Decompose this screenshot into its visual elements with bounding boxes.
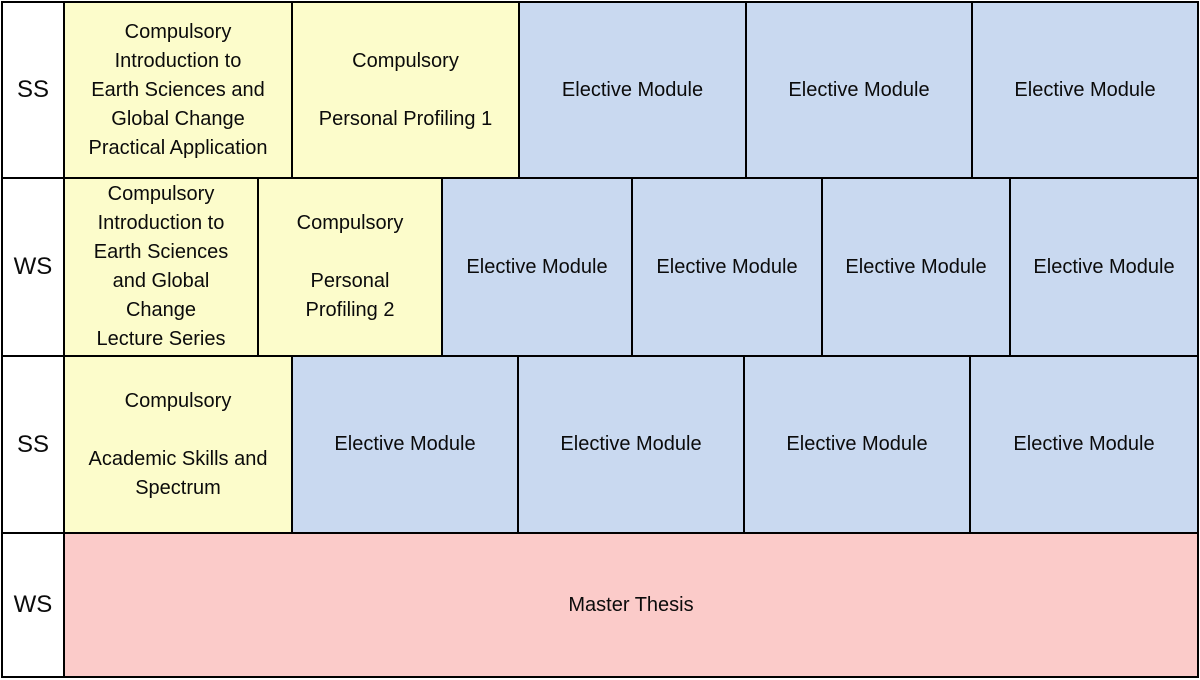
module-cell-elective: Elective Module bbox=[631, 179, 821, 355]
module-cell-elective: Elective Module bbox=[745, 3, 971, 177]
module-cell-compulsory: Compulsory Academic Skills and Spectrum bbox=[63, 357, 291, 532]
semester-row-ss-2: SS Compulsory Academic Skills and Spectr… bbox=[3, 357, 1197, 534]
semester-label: SS bbox=[3, 3, 63, 177]
module-cell-elective: Elective Module bbox=[971, 3, 1197, 177]
module-cell-elective: Elective Module bbox=[291, 357, 517, 532]
semester-row-ws-1: WS Compulsory Introduction to Earth Scie… bbox=[3, 179, 1197, 357]
semester-row-ss-1: SS Compulsory Introduction to Earth Scie… bbox=[3, 3, 1197, 179]
module-cell-elective: Elective Module bbox=[821, 179, 1009, 355]
module-cell-elective: Elective Module bbox=[517, 357, 743, 532]
module-cell-compulsory: Compulsory Introduction to Earth Science… bbox=[63, 3, 291, 177]
module-cell-compulsory: Compulsory Personal Profiling 2 bbox=[257, 179, 441, 355]
semester-row-ws-2: WS Master Thesis bbox=[3, 534, 1197, 676]
semester-label: SS bbox=[3, 357, 63, 532]
semester-label: WS bbox=[3, 179, 63, 355]
module-cell-elective: Elective Module bbox=[969, 357, 1197, 532]
module-cell-elective: Elective Module bbox=[518, 3, 745, 177]
module-cell-elective: Elective Module bbox=[1009, 179, 1197, 355]
module-cell-compulsory: Compulsory Personal Profiling 1 bbox=[291, 3, 518, 177]
module-cell-thesis: Master Thesis bbox=[63, 534, 1197, 676]
semester-label: WS bbox=[3, 534, 63, 676]
module-cell-elective: Elective Module bbox=[743, 357, 969, 532]
module-cell-elective: Elective Module bbox=[441, 179, 631, 355]
module-cell-compulsory: Compulsory Introduction to Earth Science… bbox=[63, 179, 257, 355]
